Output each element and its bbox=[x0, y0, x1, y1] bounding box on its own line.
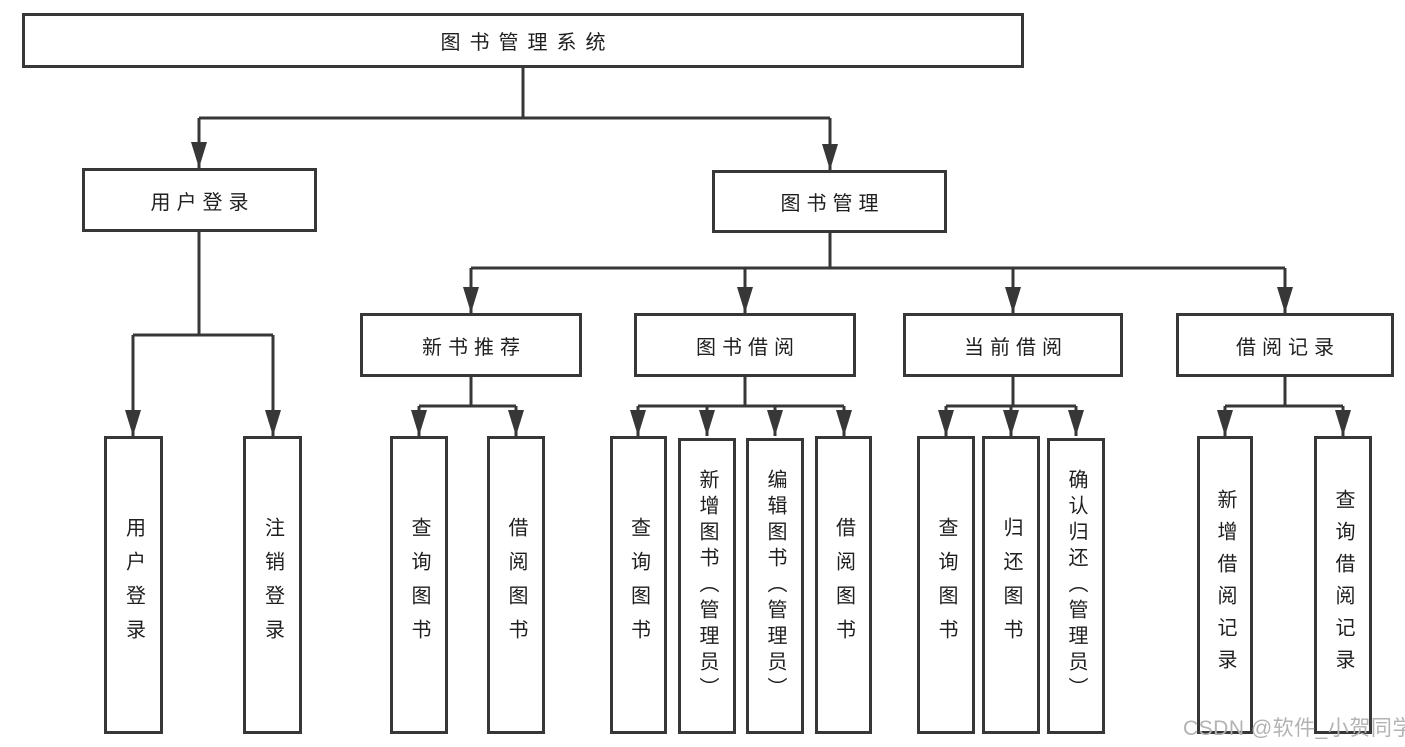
node-root: 图书管理系统 bbox=[22, 13, 1024, 68]
watermark: CSDN @软件_小贺同学 bbox=[1183, 717, 1405, 740]
node-borrow-records: 借阅记录 bbox=[1176, 313, 1394, 377]
node-borrow-records-label: 借阅记录 bbox=[1236, 336, 1340, 359]
node-book-borrow-label: 图书借阅 bbox=[696, 336, 800, 359]
node-query-book-2: 查询图书 bbox=[610, 436, 667, 734]
node-return-book-label: 归还图书 bbox=[1000, 517, 1022, 653]
node-query-book-1: 查询图书 bbox=[390, 436, 448, 734]
node-query-borrow-record: 查询借阅记录 bbox=[1314, 436, 1372, 734]
node-borrow-book-1-label: 借阅图书 bbox=[505, 517, 527, 653]
node-root-label: 图书管理系统 bbox=[440, 32, 615, 54]
node-book-management: 图书管理 bbox=[712, 170, 947, 233]
node-new-book-recommend-label: 新书推荐 bbox=[422, 336, 526, 359]
node-edit-book-admin: 编辑图书（管理员） bbox=[746, 438, 804, 734]
node-add-borrow-record: 新增借阅记录 bbox=[1197, 436, 1253, 734]
node-add-book-admin: 新增图书（管理员） bbox=[678, 438, 736, 734]
node-user-login-leaf: 用户登录 bbox=[104, 436, 163, 734]
node-new-book-recommend: 新书推荐 bbox=[360, 313, 582, 377]
node-user-login: 用户登录 bbox=[82, 168, 317, 232]
node-borrow-book-2-label: 借阅图书 bbox=[832, 517, 855, 653]
node-edit-book-admin-label: 编辑图书（管理员） bbox=[764, 469, 786, 703]
node-query-book-3: 查询图书 bbox=[917, 436, 975, 734]
node-confirm-return-admin: 确认归还（管理员） bbox=[1047, 438, 1105, 734]
node-book-borrow: 图书借阅 bbox=[634, 313, 856, 377]
node-add-borrow-record-label: 新增借阅记录 bbox=[1214, 489, 1236, 681]
node-confirm-return-admin-label: 确认归还（管理员） bbox=[1065, 469, 1087, 703]
node-logout-leaf: 注销登录 bbox=[243, 436, 302, 734]
node-add-book-admin-label: 新增图书（管理员） bbox=[696, 469, 718, 703]
node-current-borrow: 当前借阅 bbox=[903, 313, 1123, 377]
node-borrow-book-1: 借阅图书 bbox=[487, 436, 545, 734]
node-borrow-book-2: 借阅图书 bbox=[815, 436, 872, 734]
node-query-book-3-label: 查询图书 bbox=[935, 517, 957, 653]
node-user-login-label: 用户登录 bbox=[150, 191, 255, 214]
node-query-book-2-label: 查询图书 bbox=[627, 517, 650, 653]
node-query-borrow-record-label: 查询借阅记录 bbox=[1332, 489, 1354, 681]
node-query-book-1-label: 查询图书 bbox=[408, 517, 430, 653]
node-return-book: 归还图书 bbox=[982, 436, 1040, 734]
node-book-management-label: 图书管理 bbox=[780, 193, 885, 215]
node-user-login-leaf-label: 用户登录 bbox=[122, 517, 145, 653]
node-current-borrow-label: 当前借阅 bbox=[964, 336, 1068, 359]
node-logout-leaf-label: 注销登录 bbox=[261, 517, 284, 653]
